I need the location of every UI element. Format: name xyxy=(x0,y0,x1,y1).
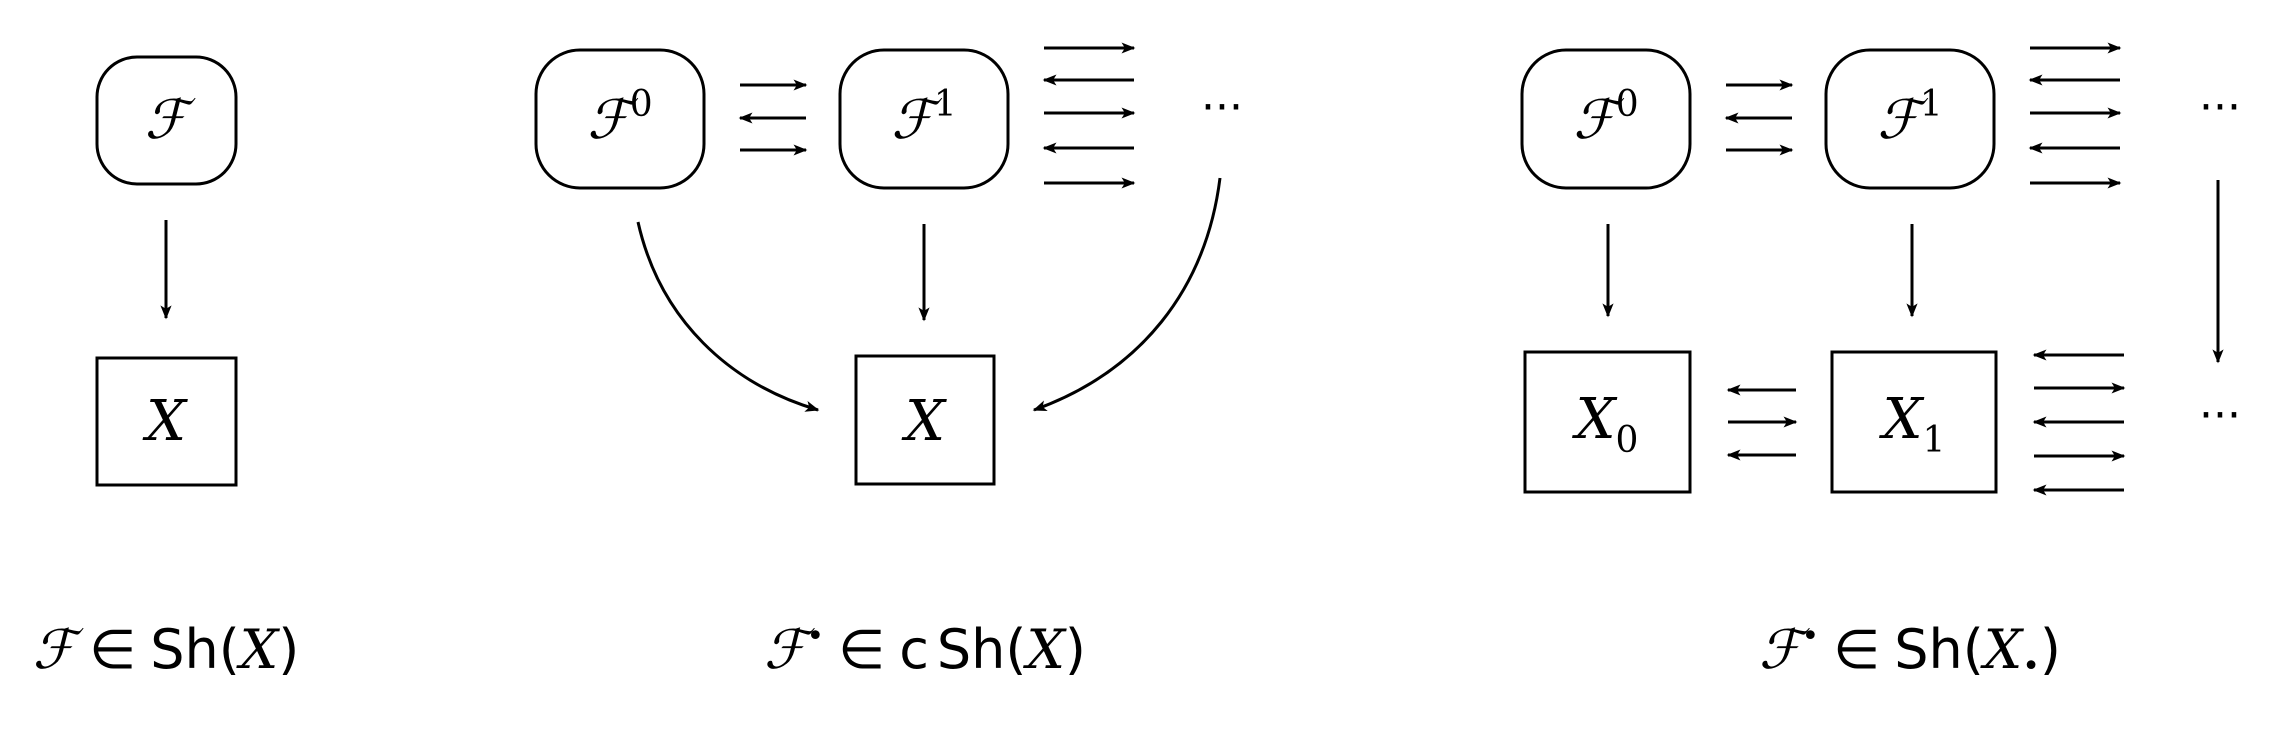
face-arrows-2-1 xyxy=(2032,349,2126,496)
node-space0-box xyxy=(1523,350,1692,494)
space-label: X xyxy=(142,389,188,454)
node-sheaf0-box xyxy=(1520,48,1692,190)
sheaf-label: ℱ xyxy=(145,88,196,151)
arrow-dots-to-space xyxy=(1032,177,1222,412)
node-space-box xyxy=(854,354,996,486)
ellipsis-bottom: ··· xyxy=(2199,390,2241,441)
node-sheaf1-box xyxy=(1824,48,1996,190)
face-arrows-1-0 xyxy=(1726,384,1798,461)
panel-2 xyxy=(534,42,1222,486)
sheaf1-label: ℱ1 xyxy=(891,84,956,151)
coface-arrows-1-2 xyxy=(1042,42,1136,189)
ellipsis-top: ··· xyxy=(2199,82,2241,133)
coface-arrows-0-1 xyxy=(1724,79,1794,156)
coface-arrows-0-1 xyxy=(738,79,808,156)
node-sheaf0-box xyxy=(534,48,706,190)
coface-arrows-1-2 xyxy=(2028,42,2122,189)
panel-1 xyxy=(95,55,238,487)
node-space1-box xyxy=(1830,350,1998,494)
space0-label: X0 xyxy=(1572,387,1639,461)
sheaf0-label: ℱ0 xyxy=(587,84,652,151)
ellipsis: ··· xyxy=(1201,82,1243,133)
node-sheaf1-box xyxy=(838,48,1010,190)
node-sheaf-box xyxy=(95,55,238,186)
node-space-box xyxy=(95,356,238,487)
panel-3 xyxy=(1520,42,2224,496)
caption-panel-1: ℱ∈Sh(X) xyxy=(33,618,300,681)
sheaf1-label: ℱ1 xyxy=(1877,84,1942,151)
sheaf0-label: ℱ0 xyxy=(1573,84,1638,151)
space-label: X xyxy=(901,389,947,454)
caption-panel-3: ℱ•∈Sh(X•) xyxy=(1759,618,2061,684)
arrow-sheaf0-to-space xyxy=(636,221,820,412)
space1-label: X1 xyxy=(1879,387,1946,461)
